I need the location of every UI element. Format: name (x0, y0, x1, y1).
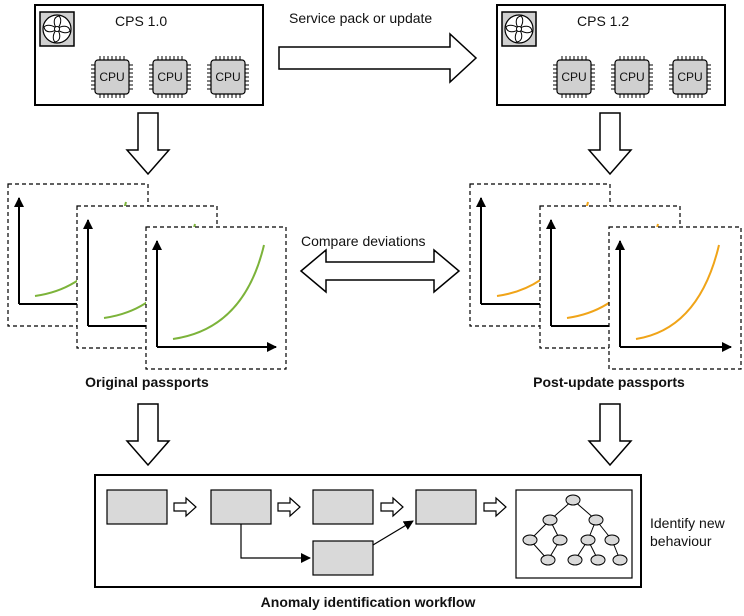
update-label: Service pack or update (289, 10, 432, 26)
cps-old-label: CPS 1.0 (115, 13, 167, 29)
workflow-step (415, 489, 477, 525)
cpu-chip-label: CPU (157, 70, 182, 84)
compare-arrow (299, 248, 461, 294)
block-arrow-icon (173, 496, 197, 518)
cpu-chip-label: CPU (619, 70, 644, 84)
branch-connector (240, 524, 311, 563)
workflow-step (210, 489, 272, 525)
merge-connector (372, 520, 414, 546)
tree-graph-icon (522, 494, 628, 566)
cpu-chip-icon: CPU (207, 56, 249, 98)
cps-old-box: CPS 1.0 CPU CPU CPU (34, 4, 264, 106)
cpu-chip-label: CPU (677, 70, 702, 84)
post-update-passports-label: Post-update passports (533, 374, 685, 390)
passport-curve (172, 244, 265, 340)
workflow-box (94, 474, 642, 588)
block-arrow-icon (380, 496, 404, 518)
cpu-chip-icon: CPU (91, 56, 133, 98)
side-label-line-1: Identify new (650, 515, 726, 531)
block-arrow-icon (277, 496, 301, 518)
workflow-step (312, 540, 374, 576)
workflow-label: Anomaly identification workflow (261, 594, 476, 610)
original-passports-label: Original passports (85, 374, 209, 390)
cpu-chip-label: CPU (99, 70, 124, 84)
block-arrow-icon (483, 496, 507, 518)
original-passports (7, 183, 287, 370)
side-label-line-2: behaviour (650, 533, 712, 549)
cpu-chip-icon: CPU (611, 56, 653, 98)
workflow-step (312, 489, 374, 525)
cpu-chip-label: CPU (561, 70, 586, 84)
update-arrow (278, 32, 478, 84)
passport-card (608, 226, 742, 370)
cpu-chip-icon: CPU (669, 56, 711, 98)
cpu-chip-label: CPU (215, 70, 240, 84)
cps-new-label: CPS 1.2 (577, 13, 629, 29)
workflow-step (106, 489, 168, 525)
cpu-chip-icon: CPU (149, 56, 191, 98)
cpu-chip-icon: CPU (553, 56, 595, 98)
down-arrow-post-update (587, 403, 633, 467)
passport-card (145, 226, 287, 370)
down-arrow-original (125, 403, 171, 467)
compare-label: Compare deviations (301, 233, 426, 249)
down-arrow-new (587, 112, 633, 176)
fan-icon (501, 11, 537, 47)
passport-curve (635, 244, 720, 340)
cps-new-box: CPS 1.2 CPU CPU CPU (496, 4, 726, 106)
post-update-passports (469, 183, 742, 370)
down-arrow-old (125, 112, 171, 176)
fan-icon (39, 11, 75, 47)
